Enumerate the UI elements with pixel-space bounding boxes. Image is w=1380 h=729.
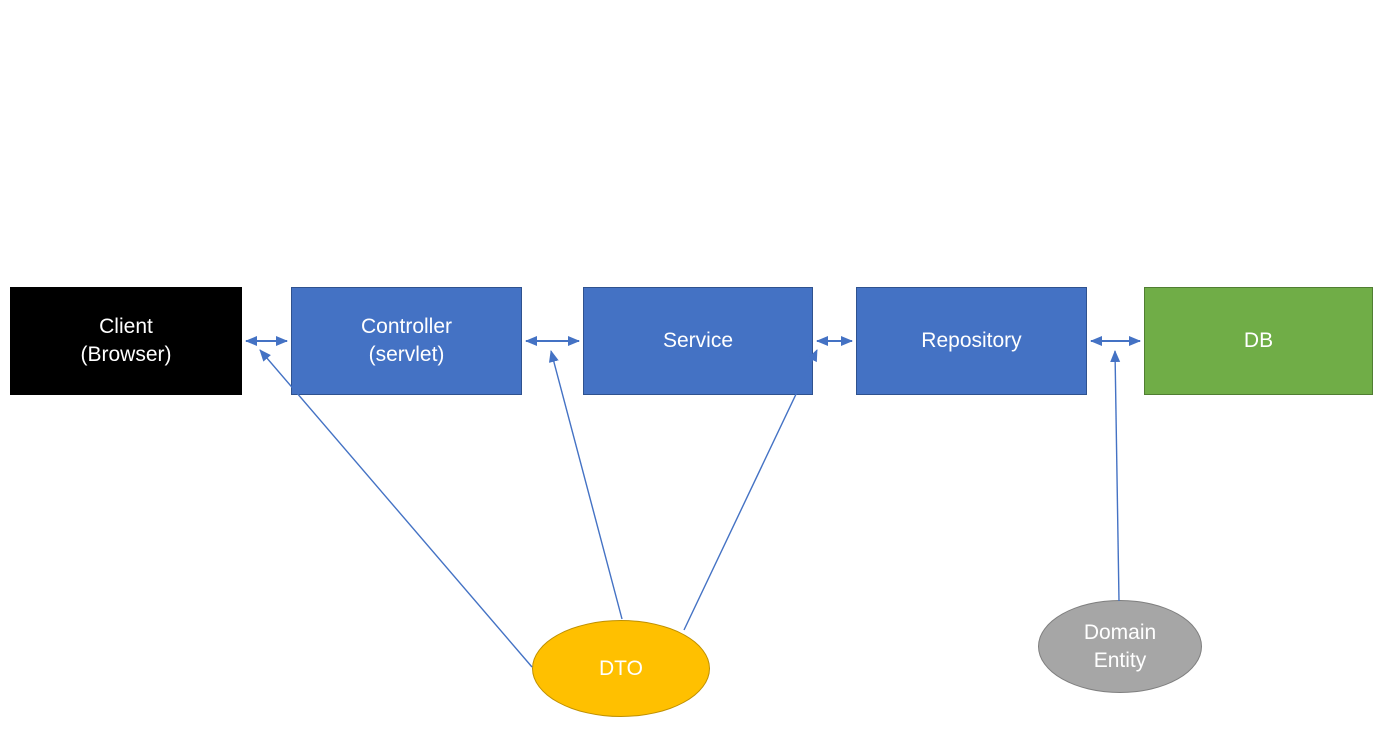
node-service-label: Service bbox=[662, 329, 734, 352]
node-repository: Repository bbox=[856, 287, 1087, 395]
node-controller-label-line1: Controller bbox=[360, 315, 453, 338]
node-controller-label-line2: (servlet) bbox=[368, 343, 445, 366]
node-dto: DTO bbox=[532, 620, 710, 717]
node-domain-entity-label-line1: Domain bbox=[1083, 620, 1157, 644]
node-repository-label: Repository bbox=[921, 329, 1022, 352]
node-dto-label: DTO bbox=[599, 656, 643, 680]
node-client-browser: Client (Browser) bbox=[10, 287, 242, 395]
connector-domainentity-repository-db bbox=[1110, 350, 1121, 602]
node-client-label-line1: Client bbox=[99, 315, 153, 338]
node-db-label: DB bbox=[1243, 329, 1274, 352]
node-domain-entity: Domain Entity bbox=[1038, 600, 1202, 693]
node-controller-servlet: Controller (servlet) bbox=[291, 287, 522, 395]
node-client-label-line2: (Browser) bbox=[80, 343, 172, 366]
node-domain-entity-label-line2: Entity bbox=[1093, 648, 1147, 672]
node-service: Service bbox=[583, 287, 813, 395]
node-db: DB bbox=[1144, 287, 1373, 395]
connector-dto-client-controller bbox=[259, 349, 533, 668]
